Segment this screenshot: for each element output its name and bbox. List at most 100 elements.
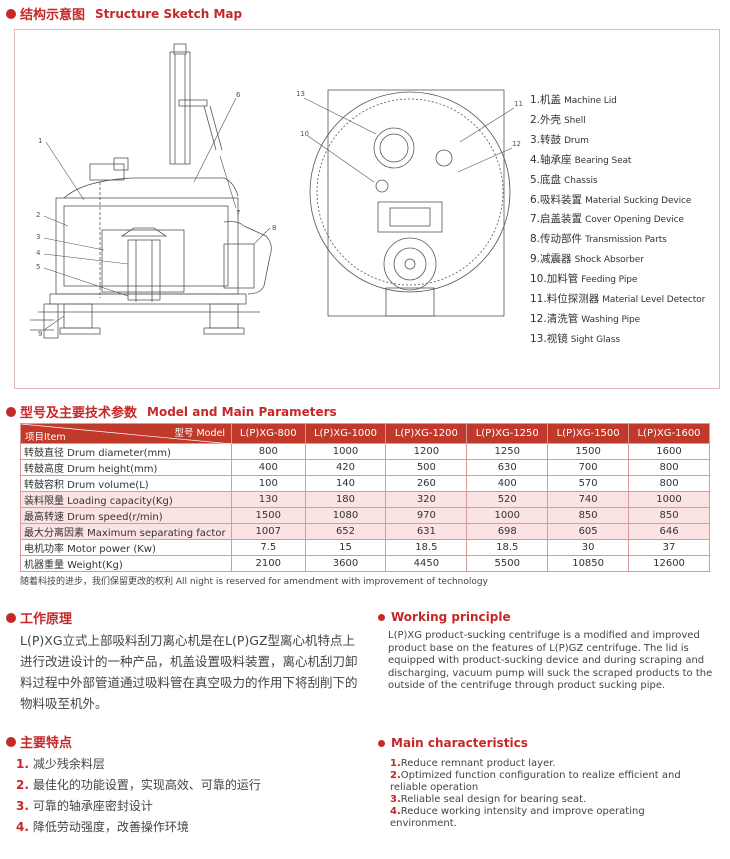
table-cell: 800 bbox=[628, 475, 710, 492]
list-item: 4.Reduce working intensity and improve o… bbox=[390, 806, 710, 830]
legend-item-en: Sight Glass bbox=[570, 334, 621, 345]
legend-item-cn: 5.底盘 bbox=[530, 173, 562, 186]
callout-7: 7 bbox=[236, 209, 240, 217]
bullet-icon bbox=[378, 613, 385, 621]
legend-item-cn: 3.转鼓 bbox=[530, 133, 562, 146]
callout-6: 6 bbox=[236, 91, 241, 99]
table-cell: 800 bbox=[231, 443, 306, 460]
list-text: Reduce remnant product layer. bbox=[400, 758, 556, 769]
table-cell: 37 bbox=[628, 539, 710, 556]
table-cell: 3600 bbox=[304, 555, 387, 572]
principle-cn-header: 工作原理 bbox=[6, 608, 72, 627]
legend-item: 9.减震器 Shock Absorber bbox=[530, 250, 705, 270]
table-cell: 15 bbox=[304, 539, 387, 556]
list-item: 1.减少残余料层 bbox=[16, 754, 261, 775]
params-section-header: 型号及主要技术参数 Model and Main Parameters bbox=[6, 402, 337, 421]
list-number: 2. bbox=[16, 778, 29, 792]
side-view-diagram: 1 2 3 4 5 6 7 8 9 bbox=[30, 43, 276, 339]
table-cell: 520 bbox=[466, 491, 549, 508]
table-header-row: 型号 Model 项目Item L(P)XG-800 L(P)XG-1000 L… bbox=[20, 423, 710, 444]
table-cell: 605 bbox=[547, 523, 630, 540]
legend-item-cn: 13.视镜 bbox=[530, 332, 568, 345]
table-cell: 30 bbox=[547, 539, 630, 556]
legend-item-cn: 8.传动部件 bbox=[530, 233, 583, 246]
legend-item: 5.底盘 Chassis bbox=[530, 171, 705, 191]
list-number: 3. bbox=[390, 794, 401, 805]
model-col-5: L(P)XG-1600 bbox=[628, 423, 710, 444]
list-text: 降低劳动强度，改善操作环境 bbox=[32, 820, 189, 834]
row-label: 最高转速 Drum speed(r/min) bbox=[20, 507, 232, 524]
list-item: 4.降低劳动强度，改善操作环境 bbox=[16, 817, 261, 838]
legend-item: 7.启盖装置 Cover Opening Device bbox=[530, 210, 705, 230]
legend-item: 4.轴承座 Bearing Seat bbox=[530, 151, 705, 171]
callout-3: 3 bbox=[36, 233, 40, 241]
table-cell: 1000 bbox=[466, 507, 549, 524]
bullet-icon bbox=[6, 8, 16, 19]
legend-item-cn: 11.料位探测器 bbox=[530, 293, 600, 306]
table-cell: 1200 bbox=[385, 443, 468, 460]
principle-cn-title: 工作原理 bbox=[20, 612, 73, 627]
legend-item: 8.传动部件 Transmission Parts bbox=[530, 230, 705, 250]
legend-item: 3.转鼓 Drum bbox=[530, 131, 705, 151]
row-label: 装料限量 Loading capacity(Kg) bbox=[20, 491, 232, 508]
spec-table: 型号 Model 项目Item L(P)XG-800 L(P)XG-1000 L… bbox=[20, 423, 710, 572]
list-number: 1. bbox=[390, 758, 401, 769]
structure-section-header: 结构示意图 Structure Sketch Map bbox=[6, 4, 242, 23]
features-cn-header: 主要特点 bbox=[6, 732, 72, 751]
table-cell: 5500 bbox=[466, 555, 549, 572]
list-text: 减少残余料层 bbox=[32, 757, 105, 771]
bullet-icon bbox=[378, 739, 385, 747]
legend-item-cn: 12.清洗管 bbox=[530, 312, 579, 325]
table-cell: 400 bbox=[466, 475, 549, 492]
callout-5: 5 bbox=[36, 263, 40, 271]
table-cell: 1080 bbox=[304, 507, 387, 524]
table-cell: 698 bbox=[466, 523, 549, 540]
table-cell: 630 bbox=[466, 459, 549, 476]
table-cell: 850 bbox=[628, 507, 710, 524]
table-cell: 260 bbox=[385, 475, 468, 492]
list-number: 1. bbox=[16, 757, 29, 771]
callout-8: 8 bbox=[272, 224, 276, 232]
list-item: 2.Optimized function configuration to re… bbox=[390, 770, 710, 794]
params-title-en: Model and Main Parameters bbox=[147, 404, 337, 419]
legend-item-cn: 4.轴承座 bbox=[530, 153, 572, 166]
table-cell: 1500 bbox=[231, 507, 306, 524]
model-col-3: L(P)XG-1250 bbox=[466, 423, 549, 444]
legend-item: 13.视镜 Sight Glass bbox=[530, 330, 705, 350]
table-cell: 1600 bbox=[628, 443, 710, 460]
legend-item-cn: 7.启盖装置 bbox=[530, 213, 583, 226]
table-footnote: 随着科技的进步，我们保留更改的权利 All night is reserved … bbox=[20, 577, 488, 587]
table-cell: 652 bbox=[304, 523, 387, 540]
row-label: 电机功率 Motor power (Kw) bbox=[20, 539, 232, 556]
legend-item-cn: 10.加料管 bbox=[530, 273, 579, 286]
table-cell: 2100 bbox=[231, 555, 306, 572]
params-title-cn: 型号及主要技术参数 bbox=[20, 406, 138, 421]
legend-item-en: Transmission Parts bbox=[585, 235, 667, 246]
row-label: 转鼓直径 Drum diameter(mm) bbox=[20, 443, 232, 460]
callout-12: 12 bbox=[512, 140, 521, 148]
header-model-label: 型号 Model bbox=[174, 428, 225, 439]
legend-item-en: Washing Pipe bbox=[581, 314, 641, 325]
bullet-icon bbox=[6, 736, 16, 747]
table-cell: 320 bbox=[385, 491, 468, 508]
list-text: 最佳化的功能设置，实现高效、可靠的运行 bbox=[32, 778, 261, 792]
legend-item-cn: 1.机盖 bbox=[530, 94, 562, 106]
list-text: Optimized function configuration to real… bbox=[390, 770, 681, 793]
legend-item-en: Shell bbox=[564, 115, 586, 126]
callout-1: 1 bbox=[38, 137, 42, 145]
features-en-header: Main characteristics bbox=[378, 736, 528, 750]
legend-item: 10.加料管 Feeding Pipe bbox=[530, 270, 705, 290]
features-en-title: Main characteristics bbox=[391, 736, 528, 750]
legend-item-en: Cover Opening Device bbox=[585, 215, 684, 226]
table-cell: 970 bbox=[385, 507, 468, 524]
list-number: 3. bbox=[16, 799, 29, 813]
table-cell: 646 bbox=[628, 523, 710, 540]
legend-item: 2.外壳 Shell bbox=[530, 111, 705, 131]
